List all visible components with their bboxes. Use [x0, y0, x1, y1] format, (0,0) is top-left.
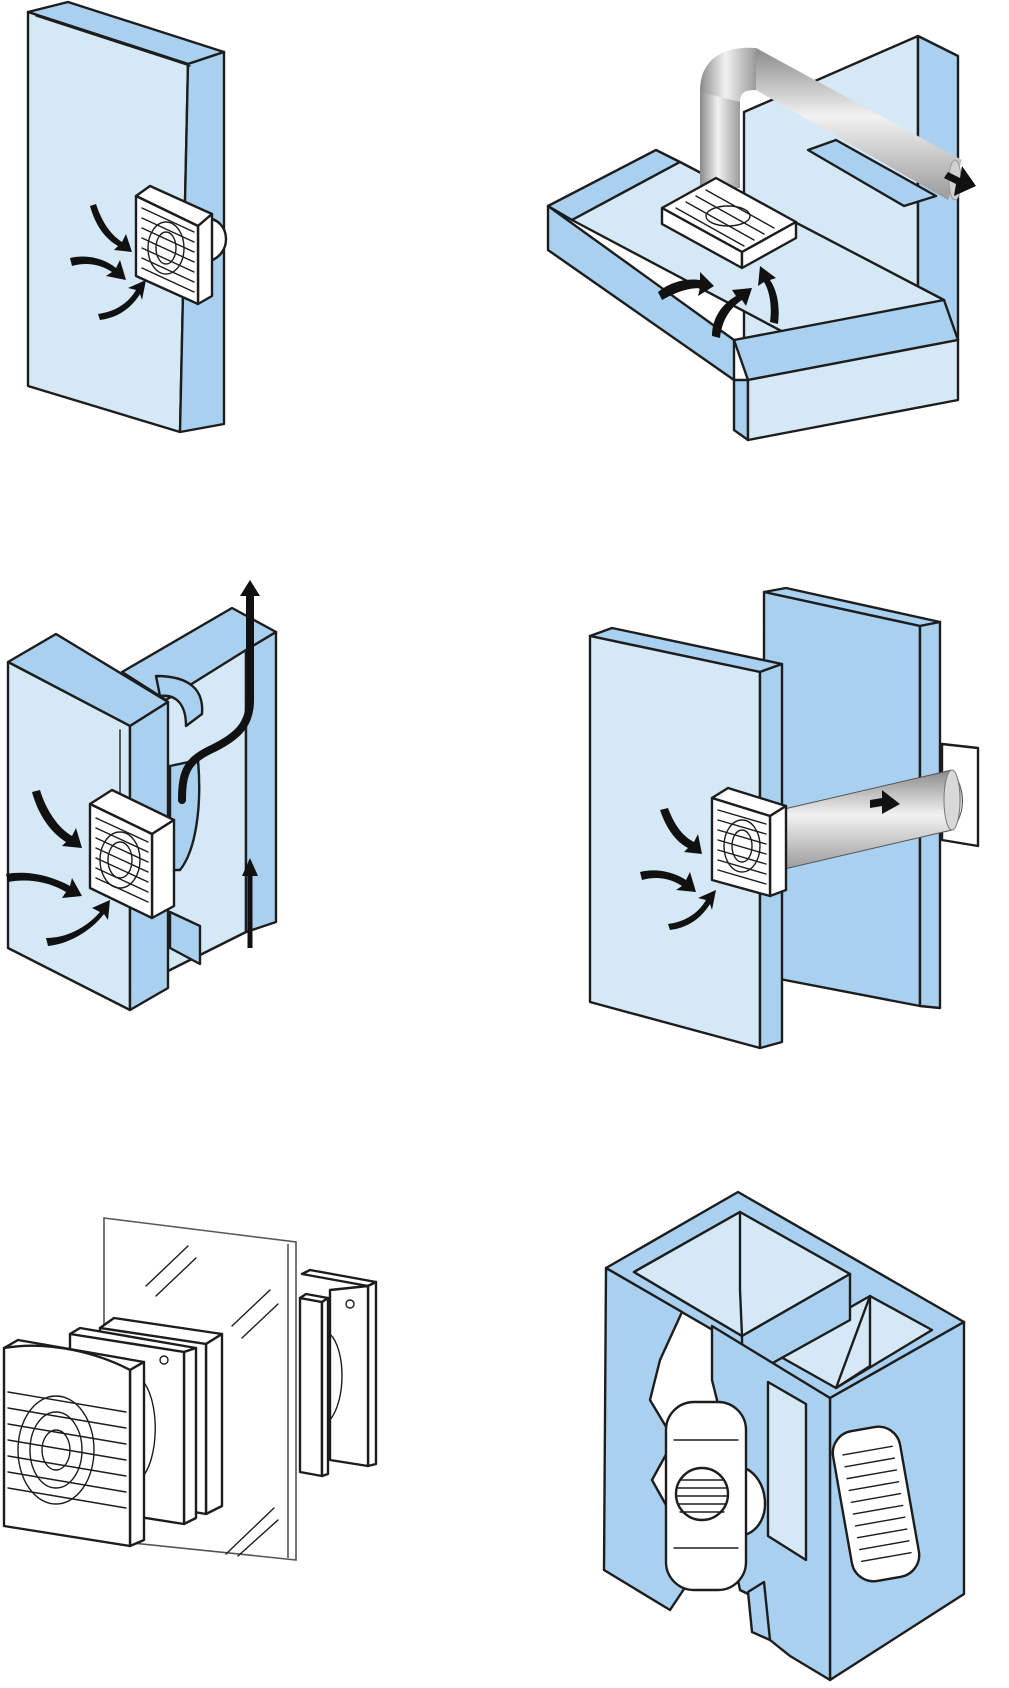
- airflow-arrow: [32, 790, 82, 848]
- wall-fan-icon: [26, 0, 228, 434]
- wall-fan-chimney-icon: [6, 580, 278, 1012]
- airflow-arrow: [660, 808, 702, 854]
- window-fan-exploded-icon: [2, 1217, 378, 1561]
- airflow-arrow: [712, 288, 752, 338]
- grille-lines: [717, 809, 767, 885]
- grille-lines: [675, 189, 775, 247]
- exhaust-arrow: [240, 580, 260, 596]
- airflow-arrow: [658, 272, 714, 300]
- airflow-arrow: [6, 872, 82, 898]
- airflow-arrow: [242, 858, 258, 876]
- cavity-wall-fan-icon: [602, 1190, 966, 1682]
- exhaust-arrow: [870, 790, 900, 814]
- airflow-arrow: [46, 900, 110, 946]
- grille-lines: [842, 1445, 912, 1563]
- ceiling-fan-duct-icon: [546, 34, 976, 442]
- airflow-arrow: [70, 256, 126, 280]
- airflow-arrow: [668, 890, 716, 930]
- exhaust-arrow: [944, 166, 976, 196]
- airflow-arrow: [98, 280, 146, 320]
- wall-fan-duct-icon: [588, 586, 980, 1050]
- airflow-arrow: [90, 204, 132, 252]
- grille-lines: [7, 1391, 127, 1509]
- grille-lines: [676, 1479, 728, 1513]
- airflow-arrow: [758, 266, 779, 324]
- airflow-arrow: [640, 870, 696, 892]
